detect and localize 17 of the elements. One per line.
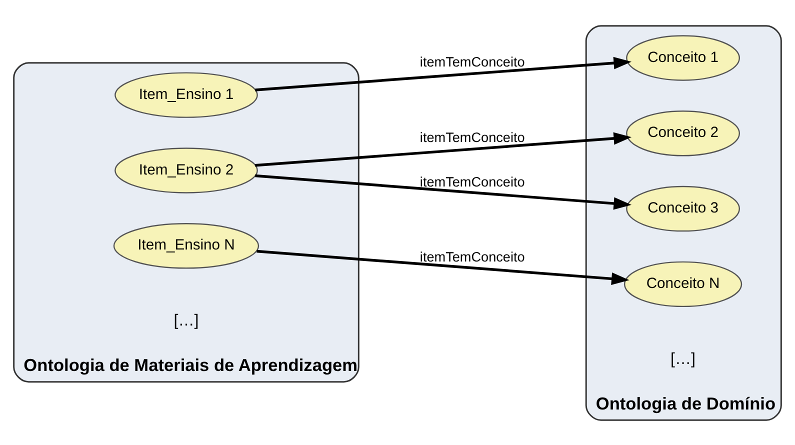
node-ellipse: Conceito 1 <box>626 34 740 80</box>
label: […] <box>670 349 696 368</box>
edge-label: itemTemConceito <box>420 249 525 264</box>
node-ellipse: Item_Ensino N <box>113 222 260 268</box>
edge-label: itemTemConceito <box>420 129 525 144</box>
node-ellipse: Item_Ensino 2 <box>114 147 258 193</box>
arrow <box>255 132 632 166</box>
label: […] <box>174 310 199 329</box>
arrow <box>256 249 630 284</box>
node-ellipse: Conceito 2 <box>626 110 740 156</box>
node-ellipse: Conceito 3 <box>626 185 740 232</box>
arrow <box>255 56 632 91</box>
edge-label: itemTemConceito <box>420 174 525 189</box>
node-ellipse: Conceito N <box>624 260 742 307</box>
arrow <box>255 174 632 210</box>
edge-label: itemTemConceito <box>420 54 525 69</box>
node-ellipse: Item_Ensino 1 <box>114 72 258 118</box>
